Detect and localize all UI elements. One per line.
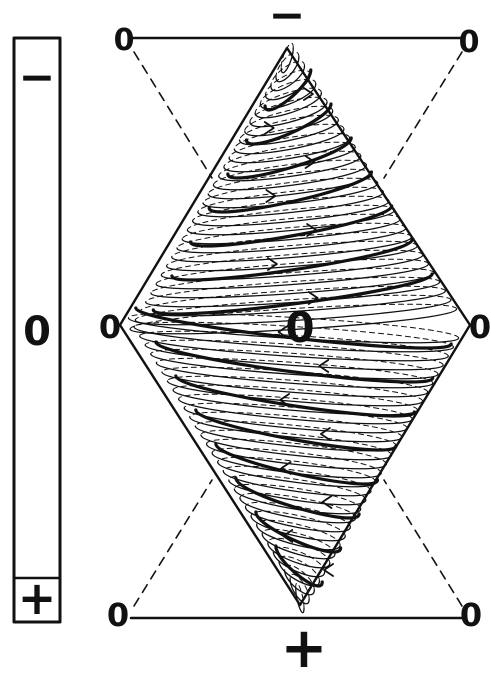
dashed-line-top-left [134,52,212,178]
dashed-line-bottom-left [134,480,212,606]
spiral-loop-front [162,372,428,397]
corner-label-middle-right: 0 [469,308,491,346]
spiral-loop-front [167,246,418,271]
spiral-arrowhead [321,428,330,440]
scale-bar-middle-label: 0 [23,309,51,355]
spiral-loop-front [190,417,402,442]
spiral-loop-front [173,390,417,415]
spiral-loop-front [151,273,434,298]
spiral-arrowhead [322,496,331,508]
spiral-loop-front [167,381,422,406]
spiral-arrowhead [319,360,328,372]
spiral-loop-front [151,354,438,379]
spiral-loop-front [240,498,356,523]
scale-bar-bottom-label: + [18,571,57,625]
diagram-bottom-label: + [281,616,328,675]
spiral-loop-front [172,237,412,262]
corner-label-top-left: 0 [114,23,135,58]
corner-label-top-right: 0 [459,25,480,60]
dashed-line-top-right [384,52,462,178]
corner-label-bottom-right: 0 [460,596,482,634]
spiral-loop-front [161,255,422,280]
diagram-center-label: 0 [285,303,314,352]
corner-label-bottom-left: 0 [107,596,129,634]
dashed-line-bottom-right [384,480,462,606]
spiral-loop-front [195,426,396,451]
corner-label-middle-left: 0 [99,308,121,346]
spiral-loop-front [156,363,432,388]
scale-bar-top-label: − [19,52,56,103]
spiral-loop-back [276,52,299,77]
spiral-loop-front [156,264,428,289]
diagram-top-label: − [269,0,306,41]
